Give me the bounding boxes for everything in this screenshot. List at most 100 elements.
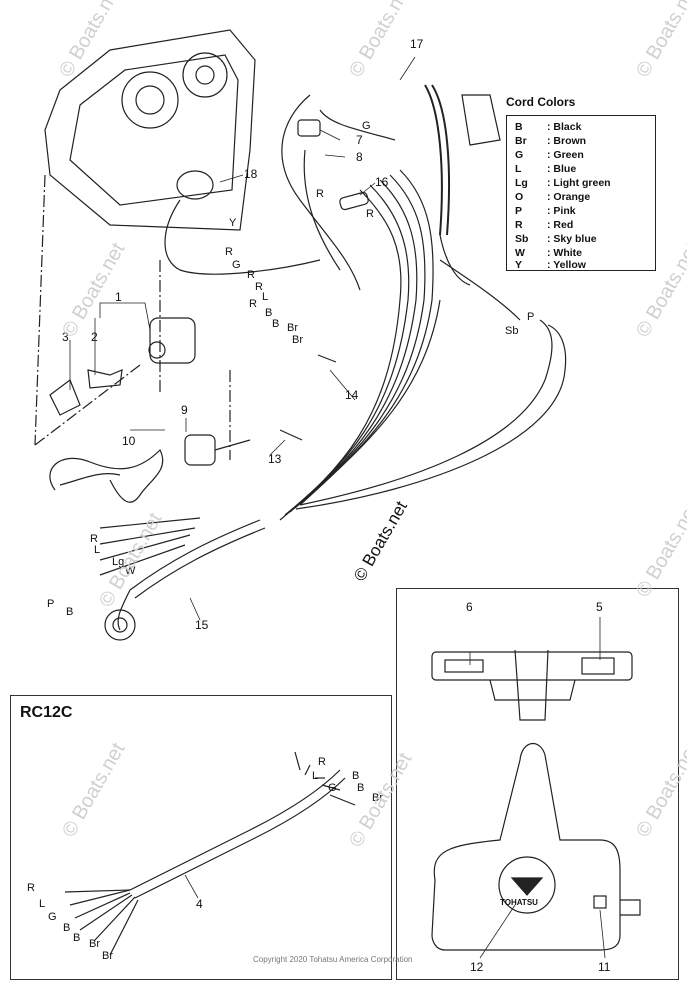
callout-7: 7 [356, 133, 363, 147]
legend-code: R [515, 219, 523, 231]
wire-bundle [279, 189, 402, 521]
wire-label: Lg [112, 556, 125, 568]
legend-name: : Blue [547, 163, 577, 175]
wire-label: G [232, 259, 241, 271]
legend-code: B [515, 121, 523, 133]
legend-code: Y [515, 259, 523, 271]
wire-label: R [318, 756, 326, 768]
wire-label: R [249, 298, 257, 310]
callout-12: 12 [470, 960, 484, 974]
callout-1: 1 [115, 290, 122, 304]
wire-label: R [225, 246, 233, 258]
legend-name: : Orange [547, 191, 591, 203]
legend-code: G [515, 149, 524, 161]
lever-handle [424, 84, 443, 236]
legend-title: Cord Colors [506, 95, 576, 109]
legend-name: : Yellow [547, 259, 586, 271]
main-switch [149, 317, 196, 364]
callout-16: 16 [375, 175, 389, 189]
legend-row: B : Black [515, 121, 581, 133]
legend-row: Lg : Light green [515, 177, 611, 189]
callout-6: 6 [466, 600, 473, 614]
wire-label: R [366, 208, 374, 220]
callout-14: 14 [345, 388, 359, 402]
callout-3: 3 [62, 330, 69, 344]
callout-9: 9 [181, 403, 188, 417]
legend-name: : Brown [547, 135, 587, 147]
callout-13: 13 [268, 452, 282, 466]
legend-row: W : White [515, 247, 582, 259]
legend-row: Br : Brown [515, 135, 586, 147]
callout-4: 4 [196, 897, 203, 911]
wire-label: Br [89, 938, 100, 950]
wire-label: P [527, 311, 535, 323]
legend-name: : Black [547, 121, 582, 133]
legend-code: Br [515, 135, 527, 147]
cord-color-legend: B : Black Br : Brown G : Green L: Blue Lg : … [506, 115, 656, 271]
callout-2: 2 [91, 330, 98, 344]
wire-label: L [262, 291, 269, 303]
rc12c-title: RC12C [20, 704, 73, 721]
legend-row: L: Blue [515, 163, 576, 175]
remote-housing-inner [69, 54, 239, 206]
legend-code: W [515, 247, 525, 259]
wire-label: Y [229, 217, 237, 229]
wire-label: Br [292, 334, 303, 346]
wire-label: B [63, 922, 71, 934]
wire-label: B [272, 318, 280, 330]
legend-name: : Sky blue [547, 233, 597, 245]
remote-side-view [431, 743, 621, 951]
wire-label: B [265, 307, 273, 319]
legend-name: : Light green [547, 177, 611, 189]
callout-18: 18 [244, 167, 258, 181]
legend-row: Sb : Sky blue [515, 233, 597, 245]
wire-label: Br [372, 792, 383, 804]
wire-label: G [48, 911, 57, 923]
legend-row: G : Green [515, 149, 584, 161]
wire-label: R [316, 188, 324, 200]
wire-label: W [125, 565, 136, 577]
key-cap [49, 379, 81, 416]
rc12c-panel [10, 695, 392, 980]
dashed-leader-left [34, 174, 46, 446]
buzzer [176, 170, 214, 200]
legend-row: R: Red [515, 219, 573, 231]
remote-top-view [431, 651, 633, 681]
legend-code: O [515, 191, 524, 203]
legend-name: : White [547, 247, 582, 259]
callout-15: 15 [195, 618, 209, 632]
legend-name: : Green [547, 149, 584, 161]
remote-housing [44, 29, 256, 231]
wire-label: G [328, 782, 337, 794]
legend-row: P : Pink [515, 205, 576, 217]
legend-row: O : Orange [515, 191, 590, 203]
legend-row: Y : Yellow [515, 259, 586, 271]
wire-label: B [66, 606, 74, 618]
legend-code: Lg [515, 177, 528, 189]
callout-11: 11 [598, 960, 611, 974]
callout-17: 17 [410, 37, 424, 51]
wire-label: R [255, 281, 263, 293]
wire-label: L [94, 544, 101, 556]
legend-name: : Pink [547, 205, 576, 217]
wire-label: Br [102, 950, 113, 962]
wire-label: B [357, 782, 365, 794]
wire-label: Sb [505, 325, 519, 337]
legend-code: Sb [515, 233, 529, 245]
wire-label: B [73, 932, 81, 944]
remote-control-panel [396, 588, 679, 980]
wire-label: P [47, 598, 55, 610]
wire-label: B [352, 770, 360, 782]
legend-code: P [515, 205, 523, 217]
wire-label: R [90, 533, 98, 545]
wire-label: R [247, 269, 255, 281]
key [87, 369, 123, 389]
wire-label: L [39, 898, 46, 910]
wire-label: Br [287, 322, 298, 334]
lanyard-cord [49, 448, 164, 503]
wire-label: L [312, 770, 319, 782]
copyright-text: Copyright 2020 Tohatsu America Corporati… [253, 955, 413, 964]
rc12c-harness [129, 769, 341, 891]
